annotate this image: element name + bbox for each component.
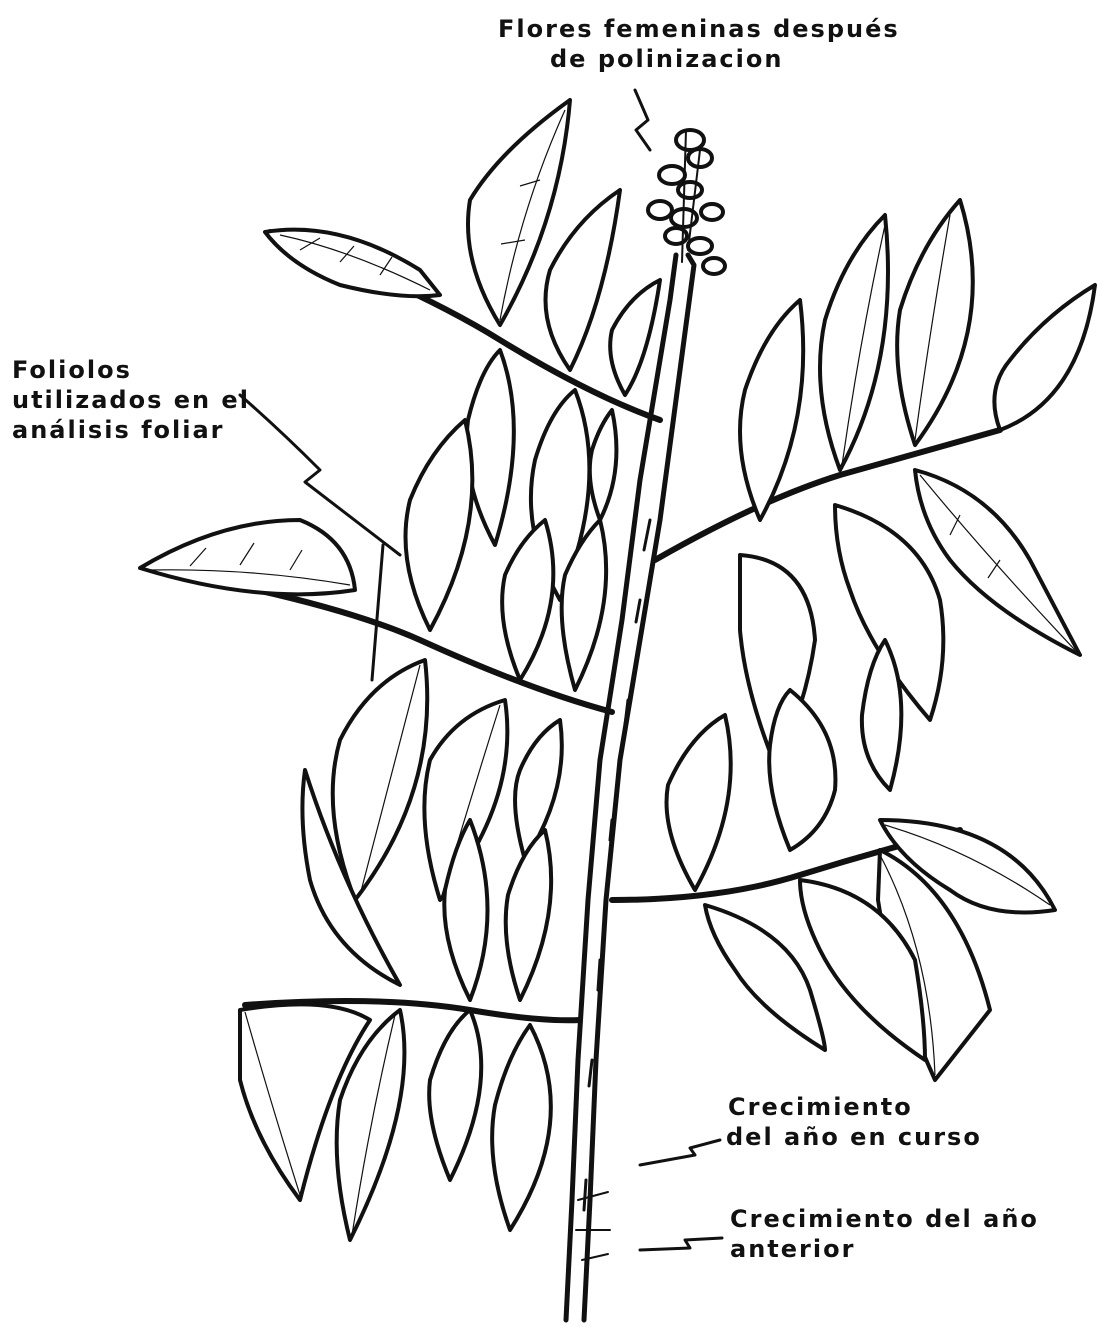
label-previous-growth-line2: anterior bbox=[730, 1234, 1039, 1264]
leaflet bbox=[705, 905, 825, 1050]
leaflet bbox=[610, 280, 660, 395]
label-leaflets-used: Foliolos utilizados en el análisis folia… bbox=[12, 355, 250, 445]
label-leaflets-line3: análisis foliar bbox=[12, 415, 250, 445]
leaflet bbox=[862, 640, 901, 790]
leaflet bbox=[769, 690, 835, 850]
leaflet bbox=[406, 420, 473, 630]
leaflets bbox=[140, 100, 1095, 1240]
label-leaflets-line1: Foliolos bbox=[12, 355, 250, 385]
leaflet bbox=[333, 660, 428, 900]
label-current-growth-line2: del año en curso bbox=[726, 1122, 982, 1152]
label-current-growth: Crecimiento del año en curso bbox=[728, 1092, 982, 1152]
label-previous-growth: Crecimiento del año anterior bbox=[730, 1204, 1039, 1264]
leaflet bbox=[265, 230, 440, 297]
leaflet bbox=[492, 1025, 551, 1230]
label-female-flowers-line2: de polinizacion bbox=[550, 44, 900, 74]
label-female-flowers: Flores femeninas después de polinizacion bbox=[498, 14, 900, 74]
label-previous-growth-line1: Crecimiento del año bbox=[730, 1204, 1039, 1234]
leaflet bbox=[429, 1010, 481, 1180]
leaflet bbox=[820, 215, 888, 470]
leaflet bbox=[502, 520, 553, 680]
leaflet bbox=[590, 410, 617, 520]
label-female-flowers-line1: Flores femeninas después bbox=[498, 14, 900, 44]
leaflet bbox=[667, 715, 731, 890]
leaflet bbox=[994, 285, 1095, 430]
label-current-growth-line1: Crecimiento bbox=[728, 1092, 982, 1122]
leaflet bbox=[140, 520, 355, 594]
label-leaflets-line2: utilizados en el bbox=[12, 385, 250, 415]
leaflet bbox=[740, 300, 803, 520]
leaflet bbox=[506, 830, 551, 1000]
female-flowers-cluster bbox=[648, 130, 725, 274]
leaflet bbox=[467, 350, 514, 545]
leaflet bbox=[897, 200, 973, 445]
